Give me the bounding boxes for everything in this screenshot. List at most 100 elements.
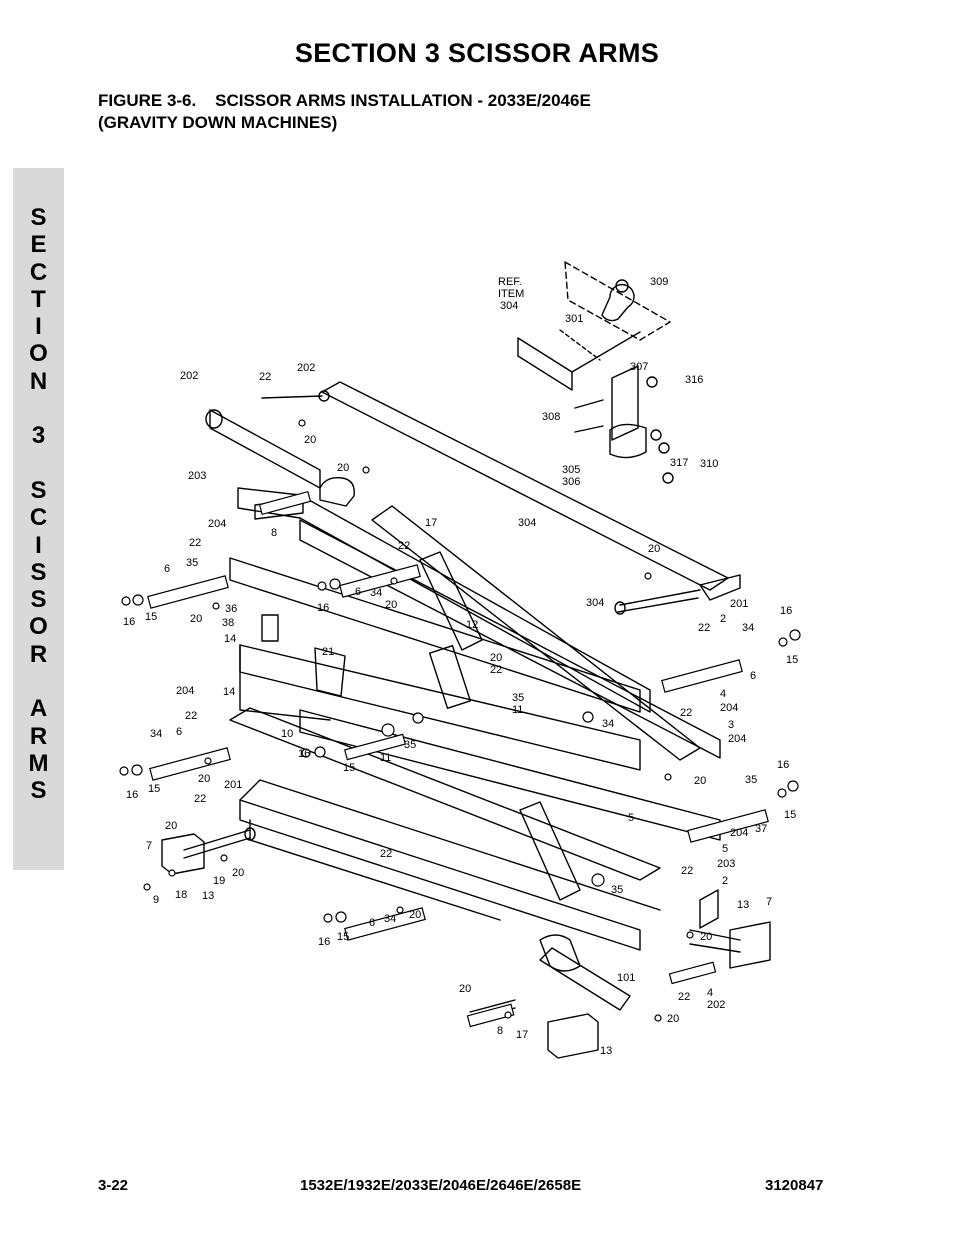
part-label: 6 [164, 563, 170, 575]
part-label: 15 [145, 611, 157, 623]
part-label: 317 [670, 457, 688, 469]
part-label: 204 [176, 685, 194, 697]
part-label: 203 [717, 858, 735, 870]
part-label: 20 [490, 652, 502, 664]
part-label: 22 [259, 371, 271, 383]
part-label: 22 [189, 537, 201, 549]
part-label: 22 [678, 991, 690, 1003]
part-label: 4 [707, 987, 713, 999]
side-tab-letters: S E C T I O N 3 S C I S S O R A R M S [13, 204, 64, 805]
part-label: 14 [224, 633, 236, 645]
part-label: 34 [742, 622, 754, 634]
part-label: 12 [466, 619, 478, 631]
figure-title: FIGURE 3-6. SCISSOR ARMS INSTALLATION - … [98, 90, 591, 134]
part-label: 202 [180, 370, 198, 382]
part-label: 34 [370, 587, 382, 599]
tab-letter: S [30, 586, 47, 614]
part-label: 22 [398, 540, 410, 552]
part-label: 16 [126, 789, 138, 801]
part-label: 304 [518, 517, 536, 529]
tab-letter: S [30, 558, 47, 586]
part-label: 2 [722, 875, 728, 887]
part-label: 22 [194, 793, 206, 805]
part-label: 15 [786, 654, 798, 666]
pins [147, 490, 769, 1028]
part-label: 19 [213, 875, 225, 887]
part-label: 16 [318, 936, 330, 948]
part-label: 15 [148, 783, 160, 795]
part-label: 22 [698, 622, 710, 634]
part-label: 35 [611, 884, 623, 896]
part-label: 35 [186, 557, 198, 569]
part-label: 16 [298, 748, 310, 760]
part-label: 35 [404, 739, 416, 751]
part-label: 2 [720, 613, 726, 625]
part-label: 316 [685, 374, 703, 386]
part-labels: REF. ITEM 304 309 301 307 316 308 305 30… [123, 276, 798, 1057]
figure-title-line-1: FIGURE 3-6. SCISSOR ARMS INSTALLATION - … [98, 91, 591, 110]
part-label: 14 [223, 686, 235, 698]
part-label: 34 [384, 913, 396, 925]
part-label: 13 [600, 1045, 612, 1057]
part-label: 20 [190, 613, 202, 625]
part-label: 34 [150, 728, 162, 740]
part-label: 20 [304, 434, 316, 446]
part-label: 20 [232, 867, 244, 879]
tab-letter [13, 395, 64, 422]
drawing-linework [161, 261, 771, 1059]
part-label: 11 [380, 752, 391, 764]
part-label: 13 [737, 899, 749, 911]
tab-letter: O [29, 340, 48, 368]
tab-letter [13, 668, 64, 695]
part-label: 3 [728, 719, 734, 731]
part-label: 305 [562, 464, 580, 476]
tab-letter: R [29, 722, 48, 750]
tab-letter: I [35, 531, 42, 559]
section-side-tab[interactable]: S E C T I O N 3 S C I S S O R A R M S [13, 168, 64, 870]
part-label: 307 [630, 361, 648, 373]
tab-letter: A [29, 695, 48, 723]
part-label: 16 [780, 605, 792, 617]
part-label: 18 [175, 889, 187, 901]
part-label: 16 [317, 602, 329, 614]
tab-letter: C [29, 504, 48, 532]
document-number: 3120847 [765, 1177, 824, 1194]
ref-item-line-3: 304 [500, 300, 518, 312]
part-label: 201 [730, 598, 748, 610]
part-label: 101 [617, 972, 635, 984]
part-label: 13 [202, 890, 214, 902]
figure-title-line-2: (GRAVITY DOWN MACHINES) [98, 113, 338, 132]
ref-item-line-1: REF. [498, 276, 522, 288]
part-label: 20 [198, 773, 210, 785]
tab-letter: S [30, 476, 47, 504]
part-label: 22 [380, 848, 392, 860]
washers [119, 419, 801, 1022]
part-label: 309 [650, 276, 668, 288]
tab-letter: R [29, 640, 48, 668]
tab-letter: S [30, 204, 47, 231]
part-label: 204 [720, 702, 738, 714]
tab-letter: S [30, 777, 47, 805]
part-label: 22 [680, 707, 692, 719]
part-label: 15 [784, 809, 796, 821]
part-label: 201 [224, 779, 242, 791]
part-label: 6 [369, 917, 375, 929]
part-label: 17 [425, 517, 437, 529]
tab-letter: C [29, 258, 48, 286]
ref-item-line-2: ITEM [498, 288, 524, 300]
part-label: 35 [745, 774, 757, 786]
part-label: 15 [337, 931, 349, 943]
part-label: 6 [355, 586, 361, 598]
part-label: 22 [185, 710, 197, 722]
part-label: 21 [322, 646, 334, 658]
model-list: 1532E/1932E/2033E/2046E/2646E/2658E [300, 1177, 582, 1194]
part-label: 20 [385, 599, 397, 611]
part-label: 203 [188, 470, 206, 482]
tab-letter: M [28, 749, 49, 777]
part-label: 20 [459, 983, 471, 995]
tab-letter: T [31, 285, 46, 313]
part-label: 22 [681, 865, 693, 877]
part-label: 37 [755, 823, 767, 835]
part-label: 16 [123, 616, 135, 628]
part-label: 16 [777, 759, 789, 771]
